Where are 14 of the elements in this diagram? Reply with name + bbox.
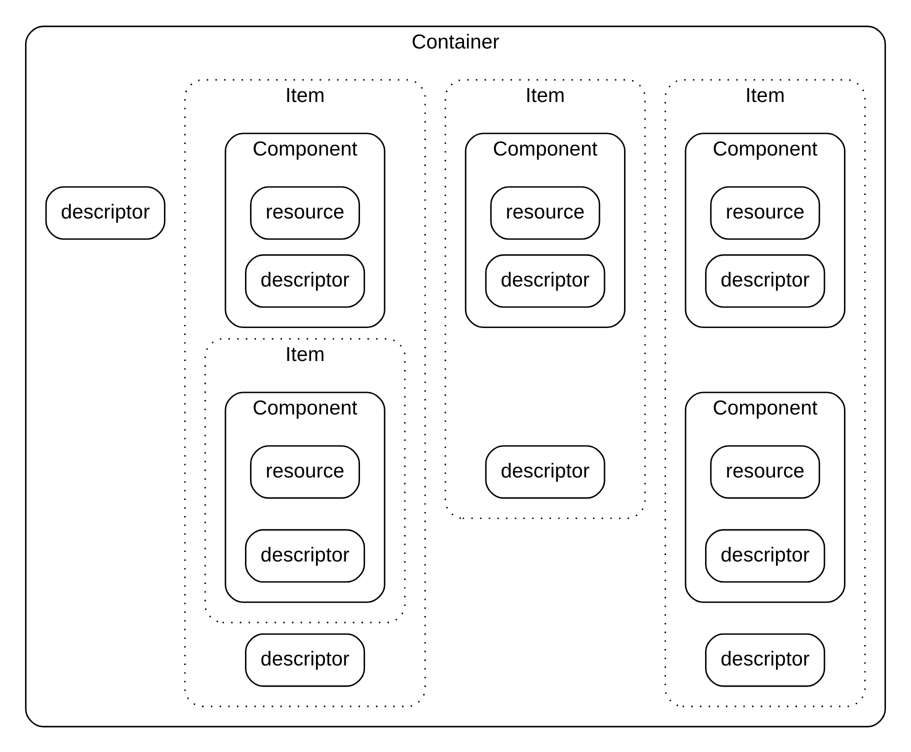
node-box: resource (710, 186, 820, 240)
node-box: descriptor (244, 254, 366, 308)
node-box: descriptor (485, 254, 606, 308)
node-box: descriptor (705, 528, 826, 582)
node-box: resource (490, 186, 600, 240)
node-box: descriptor (485, 444, 606, 498)
node-box: descriptor (45, 186, 166, 240)
node-box: descriptor (705, 632, 826, 686)
node-box: resource (250, 186, 360, 240)
node-box: descriptor (244, 528, 366, 582)
node-box: resource (250, 444, 360, 498)
node-box: descriptor (244, 632, 366, 686)
node-box: descriptor (705, 254, 826, 308)
node-box: resource (710, 444, 820, 498)
